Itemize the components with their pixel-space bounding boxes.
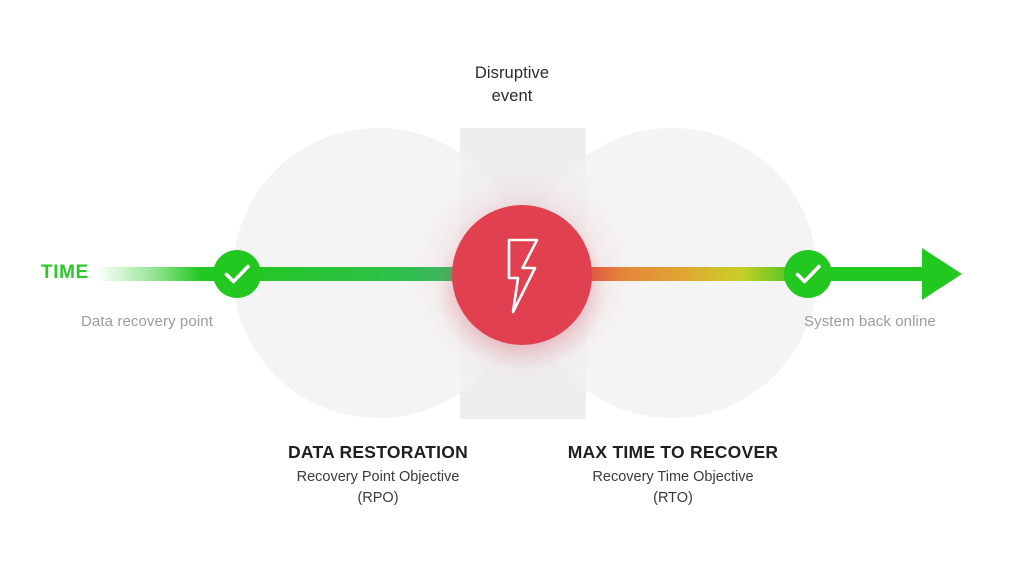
phase-title-rpo: DATA RESTORATION xyxy=(288,442,468,462)
disruptive-event-title: Disruptive event xyxy=(0,62,1024,108)
phase-abbreviation-rto: (RTO) xyxy=(653,490,693,506)
data-recovery-point-caption: Data recovery point xyxy=(81,313,213,330)
phase-abbreviation-rpo: (RPO) xyxy=(357,490,399,506)
phase-title-rto: MAX TIME TO RECOVER xyxy=(567,442,779,462)
disruptive-event-title-line1: Disruptive xyxy=(474,64,550,82)
disruptive-event-title-line2: event xyxy=(491,87,533,105)
phase-subtitle-rpo: Recovery Point Objective xyxy=(296,469,460,485)
phase-subtitle-rto: Recovery Time Objective xyxy=(592,469,754,485)
time-axis-label: TIME xyxy=(41,262,89,283)
phase-block-rto: MAX TIME TO RECOVER Recovery Time Object… xyxy=(483,441,863,509)
system-back-online-caption: System back online xyxy=(804,313,936,330)
phase-block-rpo: DATA RESTORATION Recovery Point Objectiv… xyxy=(188,441,568,509)
